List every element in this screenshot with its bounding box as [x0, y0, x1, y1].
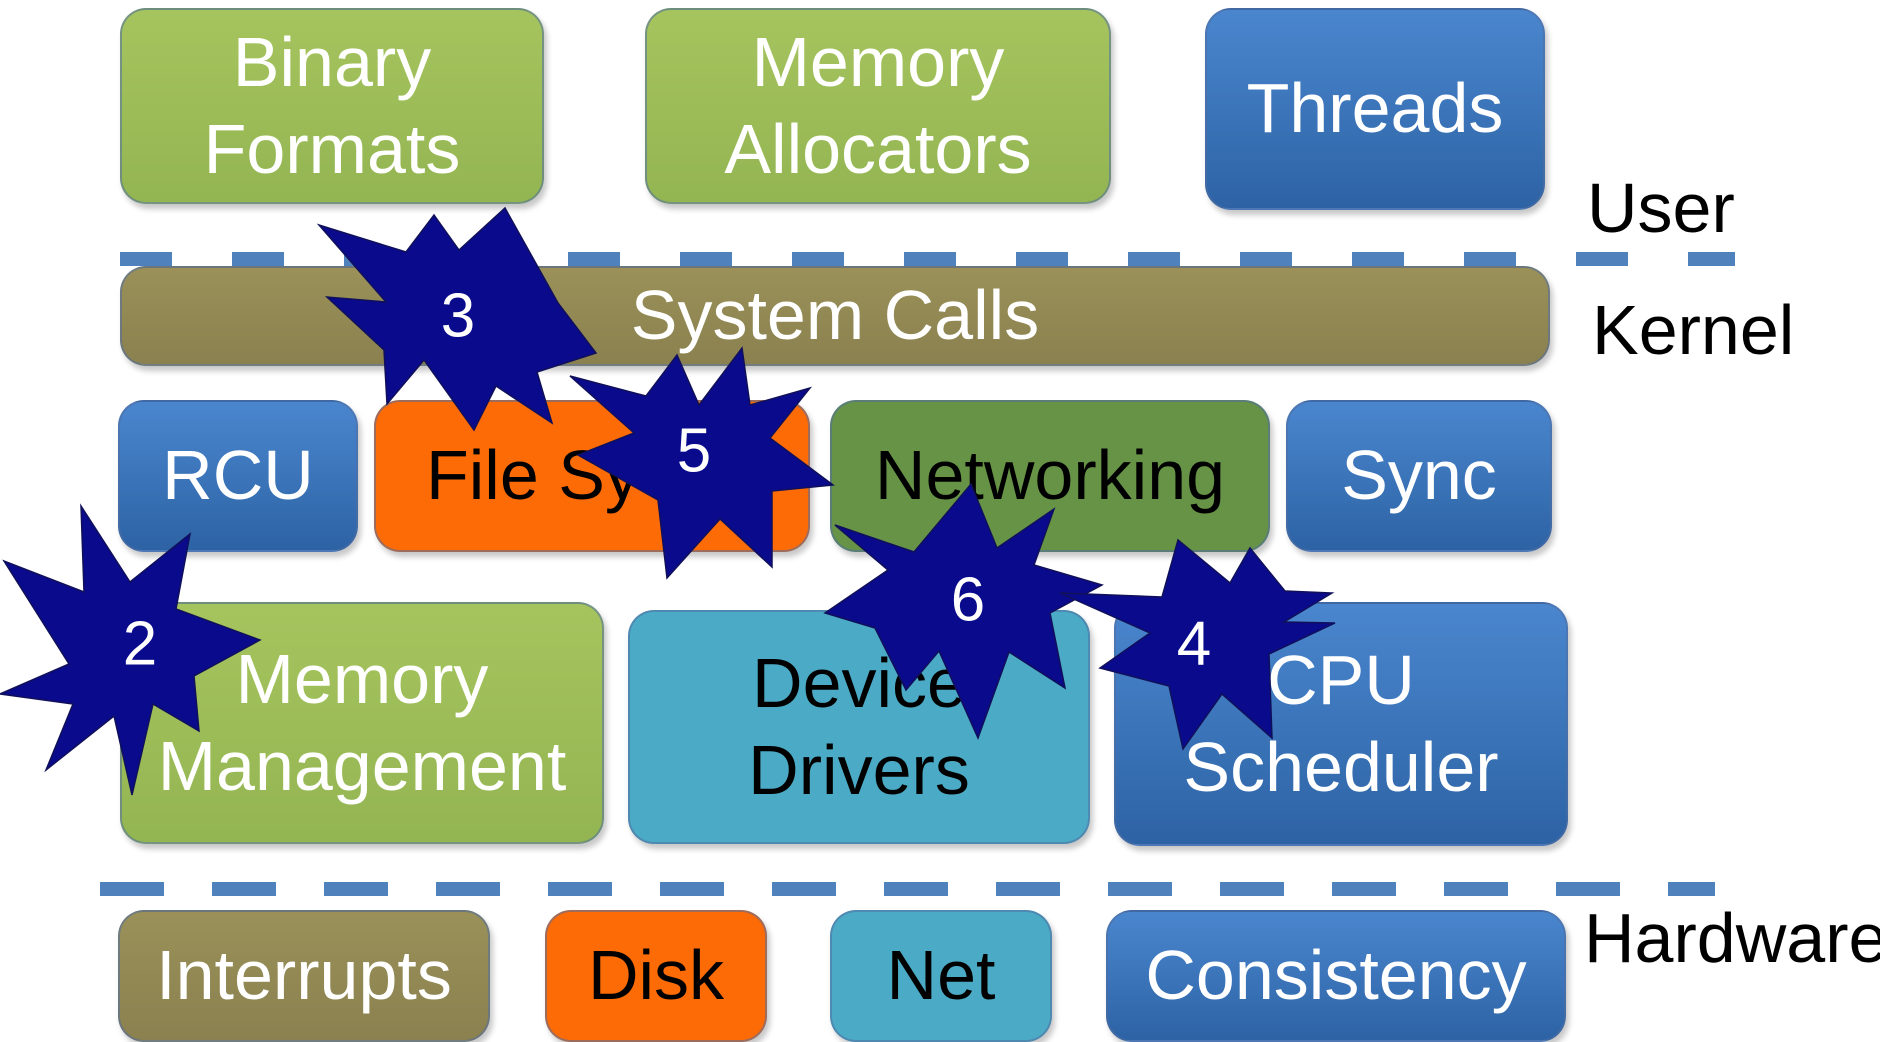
marker-star-2: 2 [0, 503, 262, 796]
networking-box: Networking [830, 400, 1270, 552]
memory-allocators-line-2: Allocators [724, 110, 1032, 188]
system-calls-box: System Calls [120, 266, 1550, 366]
marker-label-2: 2 [123, 609, 157, 678]
marker-star-4: 4 [1059, 538, 1336, 751]
net-box: Net [830, 910, 1052, 1042]
binary-formats-line-2: Formats [203, 110, 461, 188]
threads-box: Threads [1205, 8, 1545, 210]
interrupts-box: Interrupts [118, 910, 490, 1042]
memory-management-line-1: Memory [235, 639, 489, 718]
marker-label-5: 5 [677, 416, 711, 485]
net-label: Net [886, 936, 996, 1015]
hardware-layer-label: Hardware [1584, 899, 1880, 977]
binary-formats-line-1: Binary [232, 22, 432, 101]
cpu-scheduler-line-1: CPU [1267, 640, 1415, 719]
marker-label-4: 4 [1177, 609, 1211, 678]
rcu-box: RCU [118, 400, 358, 552]
marker-star-6: 6 [823, 482, 1104, 741]
disk-box: Disk [545, 910, 767, 1042]
marker-star-3: 3 [316, 206, 598, 432]
kernel-layer-label: Kernel [1592, 291, 1795, 369]
binary-formats-box: Binary Formats [120, 8, 544, 204]
threads-label: Threads [1246, 69, 1504, 148]
system-calls-label: System Calls [630, 276, 1040, 355]
consistency-box: Consistency [1106, 910, 1566, 1042]
consistency-label: Consistency [1145, 936, 1527, 1015]
kernel-hardware-divider [100, 882, 1715, 896]
cpu-scheduler-line-2: Scheduler [1183, 728, 1499, 806]
interrupts-label: Interrupts [156, 936, 452, 1015]
device-drivers-line-2: Drivers [748, 731, 970, 809]
sync-label: Sync [1341, 436, 1497, 515]
disk-label: Disk [587, 936, 725, 1015]
memory-allocators-line-1: Memory [751, 22, 1005, 101]
memory-allocators-box: Memory Allocators [645, 8, 1111, 204]
rcu-label: RCU [162, 436, 314, 515]
user-layer-label: User [1587, 169, 1735, 247]
sync-box: Sync [1286, 400, 1552, 552]
networking-label: Networking [874, 436, 1226, 515]
marker-label-3: 3 [441, 281, 475, 350]
memory-management-line-2: Management [157, 727, 567, 805]
marker-star-5: 5 [569, 346, 836, 580]
marker-label-6: 6 [951, 565, 985, 634]
